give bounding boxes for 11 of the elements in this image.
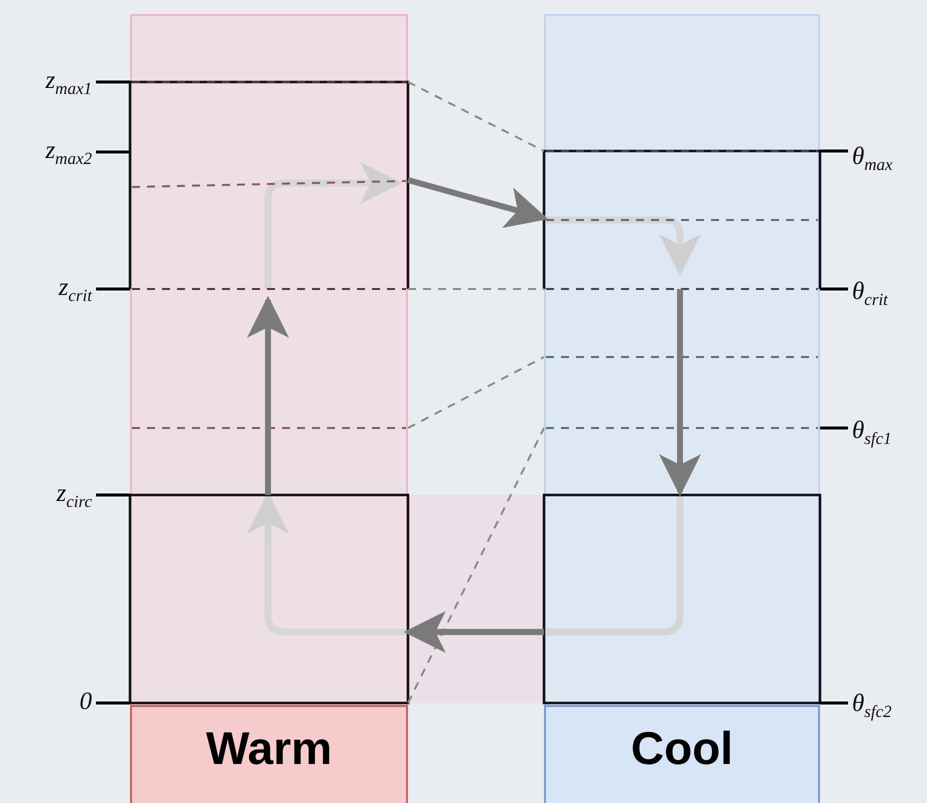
column-label: Warm (130, 705, 408, 803)
level-label: θ$_{crit}$ (852, 279, 888, 308)
column-label: Cool (544, 705, 820, 803)
flow-arrow (404, 611, 544, 653)
flow-arrow (407, 177, 548, 228)
level-label: 0 (80, 689, 92, 714)
level-label: z$_{circ}$ (56, 481, 92, 510)
level-label: θ$_{max}$ (852, 144, 893, 173)
level-label: z$_{crit}$ (58, 275, 92, 304)
warm-column (130, 14, 408, 803)
cool-column (544, 14, 820, 803)
